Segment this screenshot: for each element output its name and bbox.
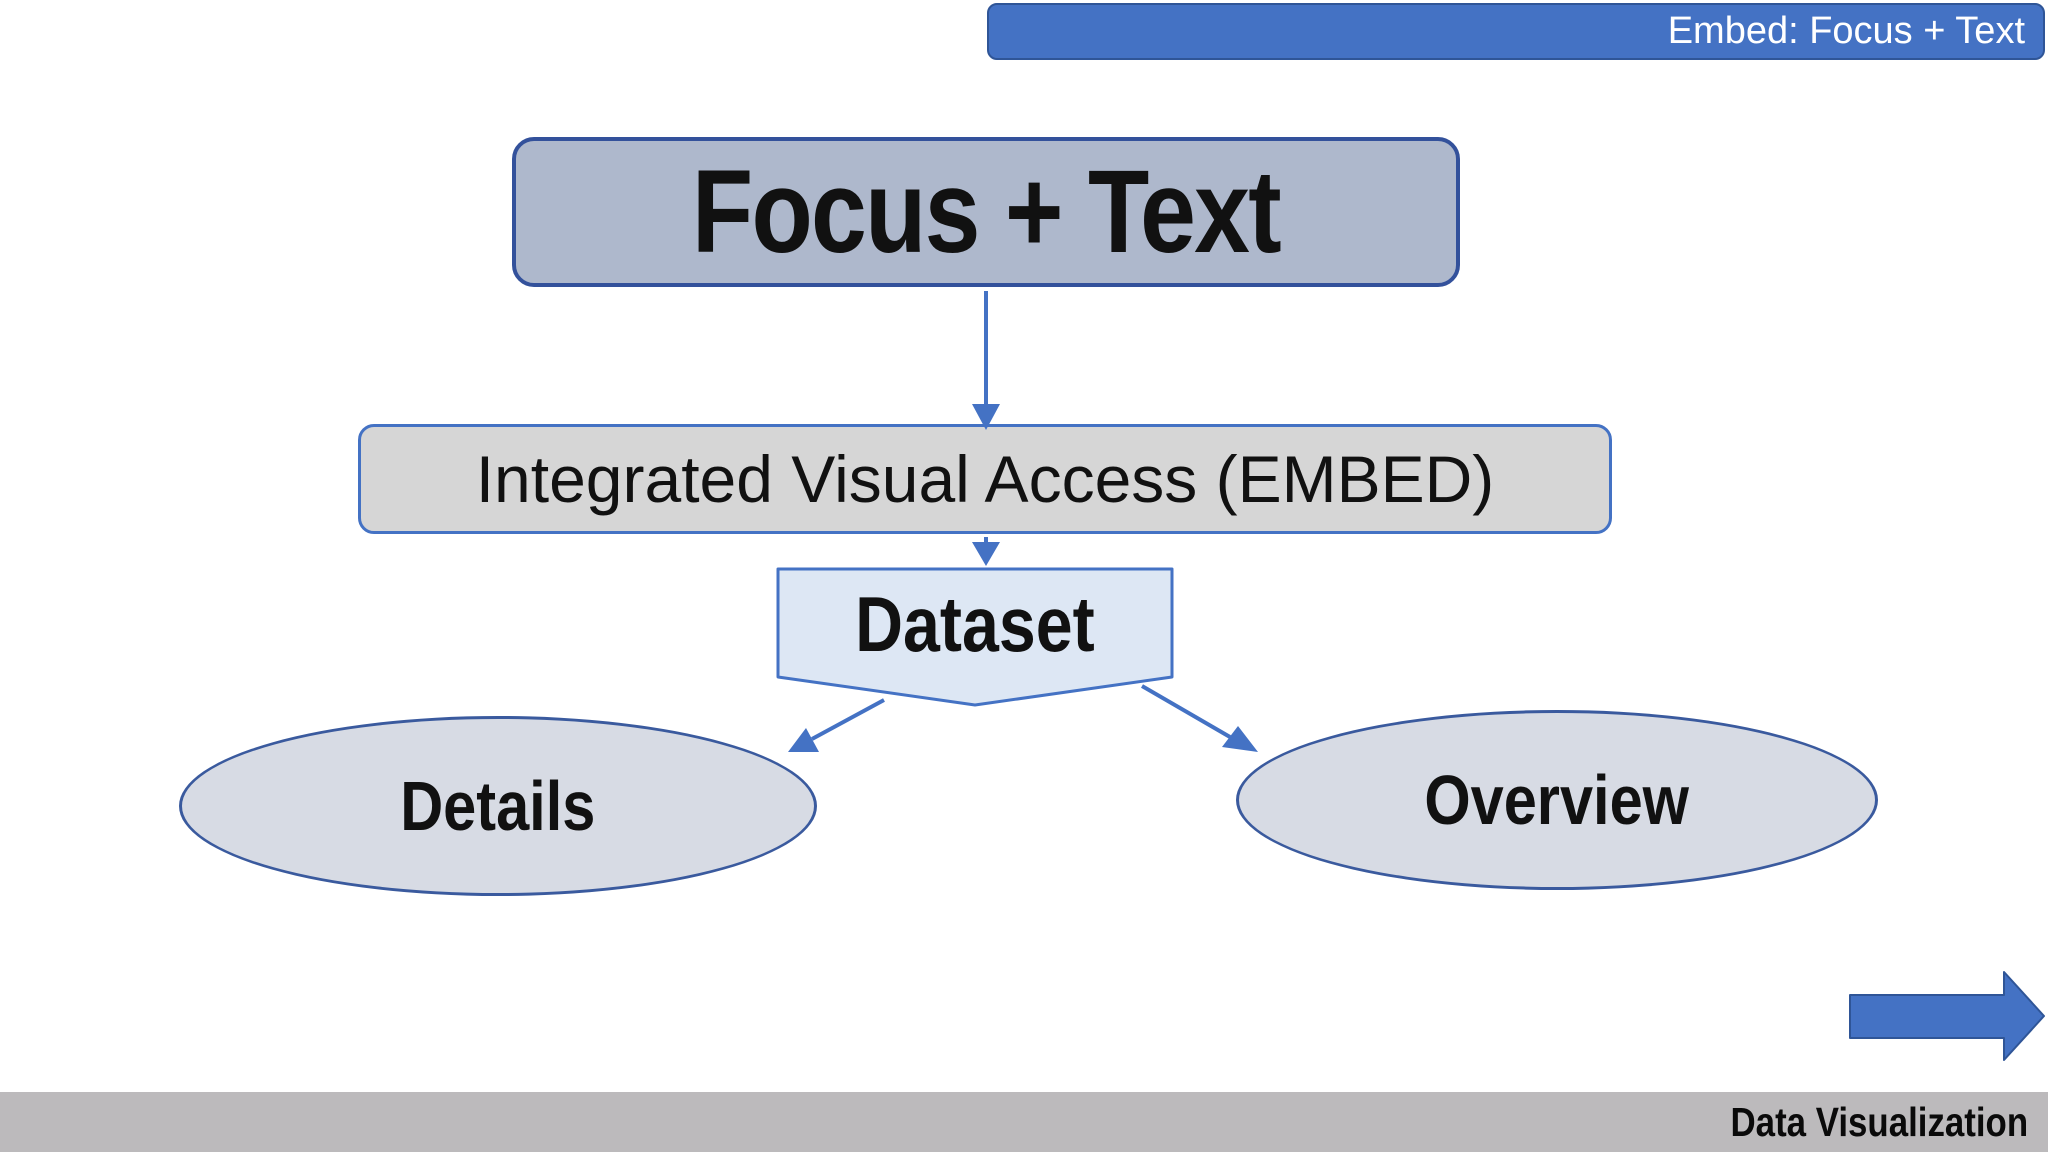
node-details-label: Details bbox=[400, 767, 596, 845]
node-dataset-shape bbox=[776, 567, 1174, 707]
node-integrated-visual-access: Integrated Visual Access (EMBED) bbox=[358, 424, 1612, 534]
node-details: Details bbox=[179, 716, 817, 896]
node-dataset-label: Dataset bbox=[855, 579, 1095, 668]
slide-title-banner: Embed: Focus + Text bbox=[987, 3, 2045, 60]
node-overview: Overview bbox=[1236, 710, 1878, 890]
node-dataset: Dataset bbox=[777, 570, 1173, 678]
dataset-pentagon bbox=[776, 567, 1174, 707]
next-slide-arrow-icon bbox=[1849, 971, 2045, 1061]
footer-bar: Data Visualization bbox=[0, 1092, 2048, 1152]
node-focus-text-label: Focus + Text bbox=[691, 146, 1282, 278]
node-integrated-visual-access-label: Integrated Visual Access (EMBED) bbox=[475, 442, 1495, 516]
connector-integrated-to-dataset-arrow-icon bbox=[972, 537, 1000, 566]
connector-focus-to-integrated-arrow-icon bbox=[972, 291, 1000, 430]
node-overview-label: Overview bbox=[1424, 761, 1690, 839]
node-focus-text: Focus + Text bbox=[512, 137, 1460, 287]
footer-label: Data Visualization bbox=[1730, 1098, 2028, 1145]
slide-title-text: Embed: Focus + Text bbox=[1667, 10, 2025, 52]
